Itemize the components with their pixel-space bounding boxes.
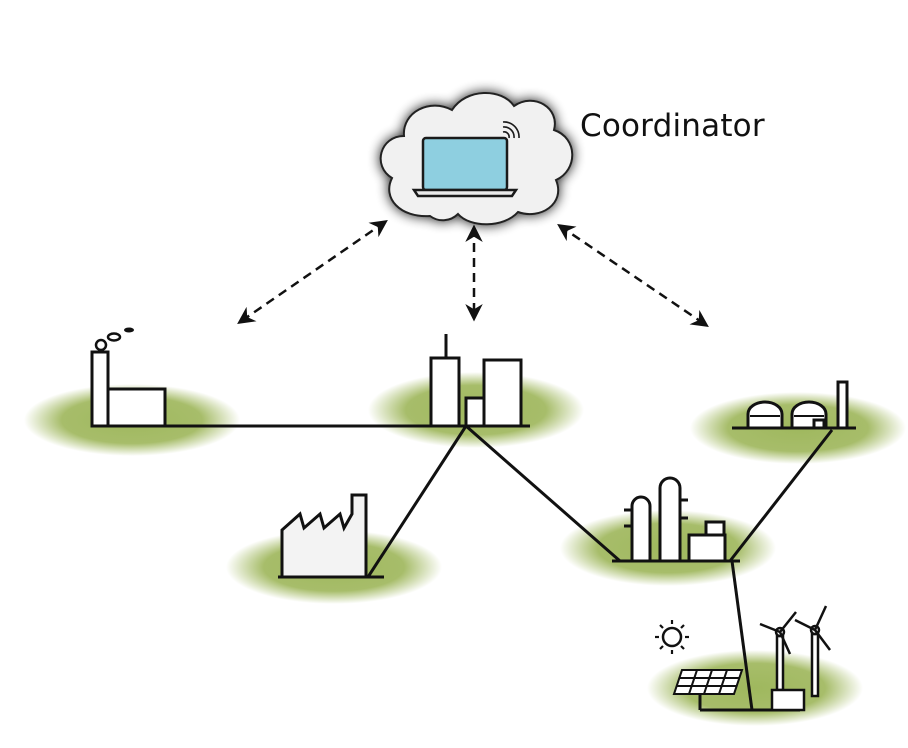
wind-turbine-icon — [759, 605, 831, 712]
solar-panel-icon — [672, 669, 744, 710]
communication-arrows — [237, 220, 709, 327]
cloud-laptop-icon — [379, 92, 574, 226]
coordinator-label: Coordinator — [580, 108, 765, 144]
wifi-icon — [502, 121, 520, 139]
laptop-screen — [421, 136, 509, 192]
line-industrial-to-refinery — [465, 424, 621, 563]
line-refinery-to-renewables — [730, 560, 754, 711]
sun-icon — [655, 620, 689, 654]
power-plant-icon — [90, 327, 167, 428]
biogas-plant-icon — [732, 380, 856, 430]
refinery-icon — [612, 476, 740, 563]
factory-icon — [278, 493, 384, 579]
line-industrial-to-factory — [366, 425, 468, 578]
arrow-coordinator-biogas — [557, 224, 709, 327]
industrial-complex-icon — [424, 334, 530, 428]
network-lines — [166, 424, 834, 712]
line-refinery-to-biogas — [728, 429, 834, 562]
arrow-coordinator-power-plant — [237, 220, 388, 324]
laptop-base — [411, 188, 519, 198]
